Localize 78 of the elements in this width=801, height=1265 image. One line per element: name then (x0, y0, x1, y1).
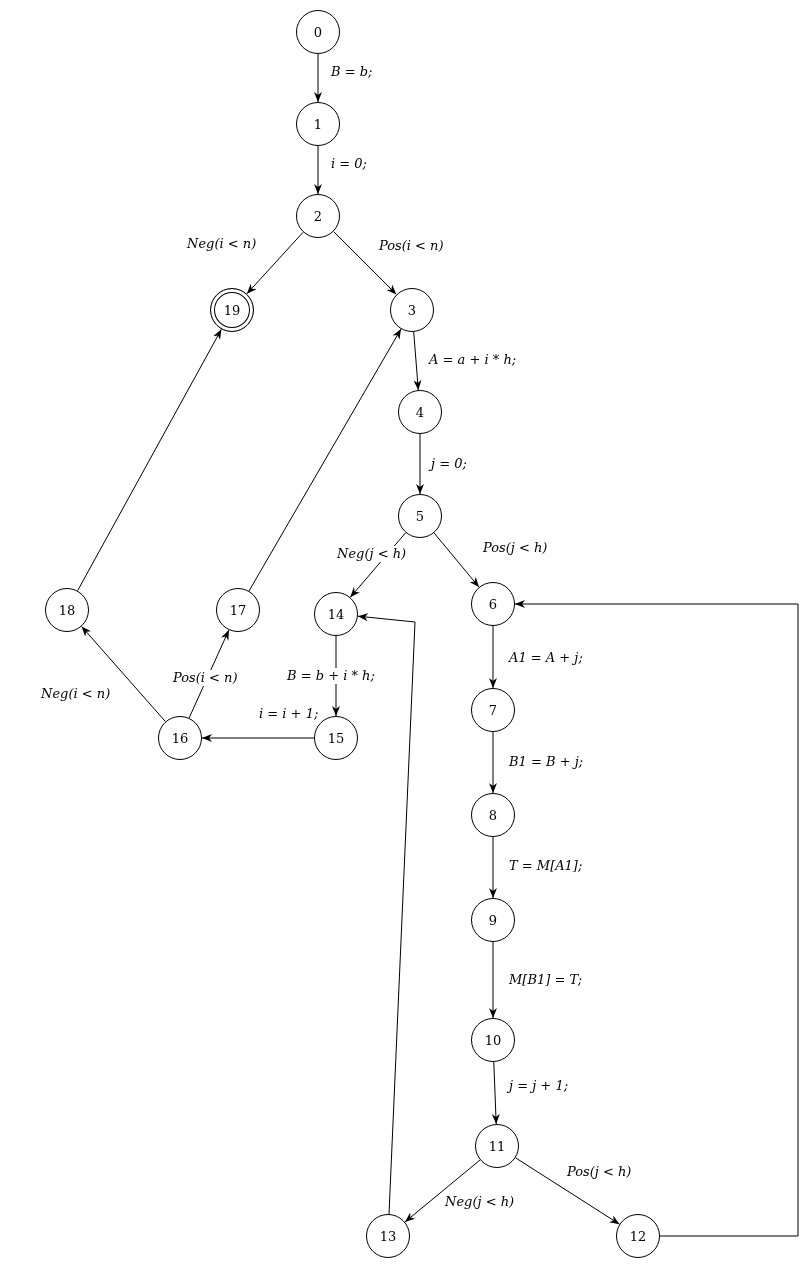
state-number: 16 (171, 730, 189, 746)
arrow (489, 625, 497, 689)
state-circle (158, 716, 202, 760)
state-number: 7 (488, 702, 498, 718)
arrow (333, 231, 397, 295)
state-number: 6 (488, 596, 498, 612)
state-number: 15 (327, 730, 345, 746)
edge-label: Pos(i < n) (378, 238, 445, 254)
state-number: 13 (379, 1228, 397, 1244)
edge-label: Pos(i < n) (172, 670, 239, 686)
arrow (357, 613, 416, 1215)
state-circle (390, 288, 434, 332)
state-number: 9 (488, 912, 498, 928)
edge-label: B1 = B + j; (508, 754, 585, 770)
edge-label: Pos(j < h) (482, 540, 549, 556)
state-number: 1 (313, 116, 323, 132)
state-circle (471, 898, 515, 942)
arrow (81, 626, 166, 722)
state-number: 11 (488, 1138, 506, 1154)
state-number: 19 (223, 302, 241, 318)
state-circle (216, 588, 260, 632)
state-circle (475, 1124, 519, 1168)
arrow (489, 941, 497, 1019)
edge-label: A1 = A + j; (508, 650, 584, 666)
arrow (404, 1159, 481, 1223)
edge-label: B = b + i * h; (286, 668, 376, 684)
arrow (416, 433, 424, 495)
edge-label: A = a + i * h; (428, 352, 518, 368)
state-number: 4 (415, 404, 425, 420)
arrow (201, 734, 315, 742)
state-number: 17 (229, 602, 247, 618)
arrow (489, 836, 497, 899)
state-circle (398, 390, 442, 434)
edge-label: Neg(j < h) (444, 1194, 516, 1210)
final-state-circle (210, 288, 254, 332)
arrow (515, 1157, 620, 1225)
state-circle (296, 194, 340, 238)
state-number: 14 (327, 606, 345, 622)
state-circle (296, 10, 340, 54)
arrow (248, 328, 402, 592)
state-circle (471, 1018, 515, 1062)
arrow (413, 331, 422, 391)
edge-label: j = 0; (430, 456, 468, 472)
edge-label: Neg(i < n) (186, 236, 258, 252)
state-circle (471, 582, 515, 626)
edge-label: i = 0; (330, 156, 368, 172)
state-circle (45, 588, 89, 632)
arrow (491, 1061, 500, 1125)
state-circle (296, 102, 340, 146)
edge-label: i = i + 1; (258, 706, 320, 722)
state-circle (398, 494, 442, 538)
edge-label: Neg(i < n) (40, 686, 112, 702)
arrow (489, 731, 497, 794)
edge-label: j = j + 1; (508, 1078, 570, 1094)
arrow (77, 328, 222, 592)
state-number: 18 (58, 602, 76, 618)
state-number: 10 (484, 1032, 502, 1048)
arrow (514, 600, 799, 1237)
edge-label: T = M[A1]; (508, 858, 584, 874)
arrow (246, 231, 304, 295)
state-number: 2 (313, 208, 323, 224)
state-circle (471, 688, 515, 732)
state-circle (616, 1214, 660, 1258)
arrow (314, 145, 322, 195)
edge-label: Pos(j < h) (566, 1164, 633, 1180)
state-circle (314, 592, 358, 636)
arrow (314, 53, 322, 103)
edge-label: B = b; (330, 64, 374, 80)
state-number: 12 (629, 1228, 647, 1244)
state-circle (366, 1214, 410, 1258)
state-circle (471, 793, 515, 837)
state-number: 8 (488, 807, 498, 823)
state-number: 0 (313, 24, 323, 40)
arrow (433, 532, 480, 588)
state-number: 3 (407, 302, 417, 318)
edge-label: M[B1] = T; (508, 972, 584, 988)
state-number: 5 (415, 508, 425, 524)
edge-label: Neg(j < h) (336, 546, 408, 562)
